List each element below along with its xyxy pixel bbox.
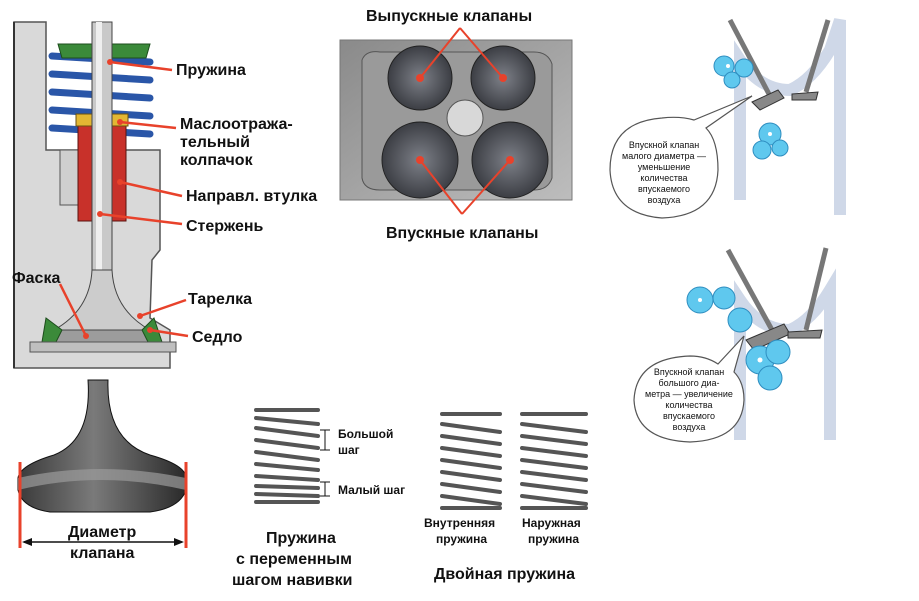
cylinder-head-photo	[339, 27, 573, 215]
large-bubble-line-2: большого диа-	[658, 378, 720, 388]
label-diameter-1: Диаметр	[68, 524, 137, 541]
label-oil-seal-2: тельный	[180, 134, 250, 151]
small-intake-valve-illustration	[713, 18, 846, 215]
label-inner-spring-1: Внутренняя	[424, 516, 496, 530]
label-spring: Пружина	[176, 62, 246, 79]
label-diameter-2: клапана	[70, 545, 135, 562]
large-valve-bubble-text: Впускной клапан большого диа- метра — ув…	[634, 367, 744, 433]
caption-variable-spring-2: с переменным	[236, 551, 352, 568]
label-guide: Направл. втулка	[186, 188, 318, 205]
label-intake-valves: Впускные клапаны	[386, 225, 539, 242]
label-inner-spring-2: пружина	[436, 532, 488, 546]
valve-head-photo	[17, 379, 188, 548]
large-bubble-line-5: впускаемого	[663, 411, 715, 421]
label-chamfer: Фаска	[12, 270, 61, 287]
label-seat: Седло	[192, 329, 243, 346]
large-bubble-line-3: метра — увеличение	[645, 389, 733, 399]
large-bubble-line-1: Впускной клапан	[653, 367, 725, 377]
small-bubble-line-6: воздуха	[647, 195, 681, 205]
valve-cross-section	[13, 21, 189, 369]
small-bubble-line-1: Впускной клапан	[628, 140, 700, 150]
small-bubble-line-2: малого диаметра —	[622, 151, 706, 161]
small-bubble-line-3: уменьшение	[637, 162, 691, 172]
label-big-pitch-1: Большой	[338, 427, 394, 441]
variable-pitch-spring	[254, 408, 320, 504]
outer-spring	[520, 412, 588, 510]
small-bubble-line-5: впускаемого	[638, 184, 690, 194]
large-bubble-line-4: количества	[665, 400, 713, 410]
large-bubble-line-6: воздуха	[672, 422, 706, 432]
small-bubble-line-4: количества	[640, 173, 688, 183]
small-valve-speech-bubble	[609, 95, 753, 219]
caption-variable-spring-3: шагом навивки	[232, 572, 353, 589]
label-small-pitch: Малый шаг	[338, 483, 406, 497]
large-valve-speech-bubble	[633, 335, 745, 443]
label-outer-spring-2: пружина	[528, 532, 580, 546]
label-oil-seal-3: колпачок	[180, 152, 253, 169]
inner-spring	[440, 412, 502, 510]
label-oil-seal-1: Маслоотража-	[180, 116, 293, 133]
small-valve-bubble-text: Впускной клапан малого диаметра — уменьш…	[614, 140, 714, 206]
pointer-lines	[58, 60, 189, 338]
label-exhaust-valves: Выпускные клапаны	[366, 8, 533, 25]
label-outer-spring-1: Наружная	[522, 516, 581, 530]
caption-double-spring: Двойная пружина	[434, 566, 576, 583]
caption-variable-spring-1: Пружина	[266, 530, 336, 547]
label-big-pitch-2: шаг	[338, 443, 360, 457]
large-intake-valve-illustration	[686, 247, 836, 440]
label-stem: Стержень	[186, 218, 264, 235]
label-head: Тарелка	[188, 291, 253, 308]
